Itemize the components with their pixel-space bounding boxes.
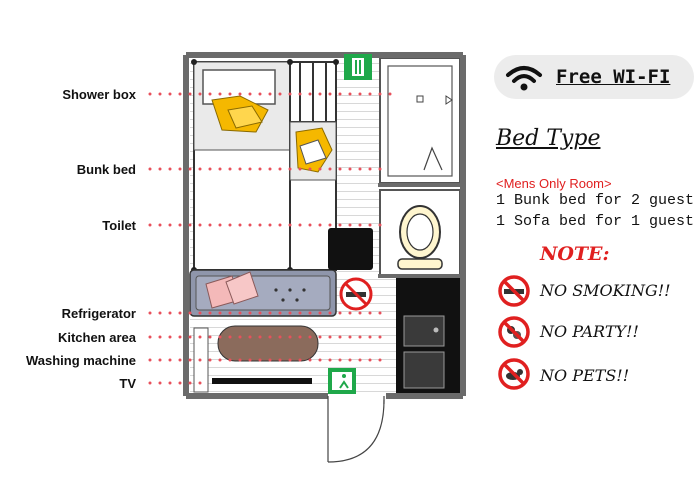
label-bunk-bed: Bunk bed — [76, 162, 136, 177]
sofa-bed — [189, 269, 337, 317]
label-refrigerator: Refrigerator — [61, 306, 136, 321]
exit-sign-bottom — [328, 368, 356, 394]
label-tv: TV — [119, 376, 136, 391]
label-kitchen-area: Kitchen area — [57, 330, 136, 345]
label-shower-box: Shower box — [62, 87, 136, 102]
room-note: <Mens Only Room> — [496, 176, 612, 191]
leader-dots — [148, 92, 402, 385]
walls — [183, 52, 466, 399]
tv — [212, 378, 312, 384]
bed-line-2: 1 Sofa bed for 1 guest — [496, 213, 695, 230]
no-smoking-sign — [339, 277, 373, 311]
bed-type-title: Bed Type — [496, 126, 601, 151]
no-pets-icon — [498, 358, 530, 390]
no-smoking-icon — [498, 275, 530, 307]
exit-sign-top — [344, 54, 372, 80]
shower-box — [379, 57, 461, 184]
table — [217, 325, 319, 362]
wifi-label: Free WI-FI — [556, 66, 671, 88]
label-washing-machine: Washing machine — [25, 353, 136, 368]
toilet — [379, 189, 461, 276]
bunk-bed — [191, 59, 339, 273]
kitchen-counter — [396, 278, 460, 393]
refrigerator — [328, 228, 373, 270]
note-title: NOTE: — [540, 243, 610, 265]
rule-no-smoking: NO SMOKING!! — [540, 281, 671, 300]
no-party-icon — [498, 316, 530, 348]
rule-no-party: NO PARTY!! — [540, 322, 639, 341]
entrance-door — [327, 396, 385, 463]
wifi-icon — [506, 66, 542, 91]
label-toilet: Toilet — [102, 218, 136, 233]
rule-no-pets: NO PETS!! — [540, 366, 630, 385]
bed-line-1: 1 Bunk bed for 2 guest — [496, 192, 695, 209]
